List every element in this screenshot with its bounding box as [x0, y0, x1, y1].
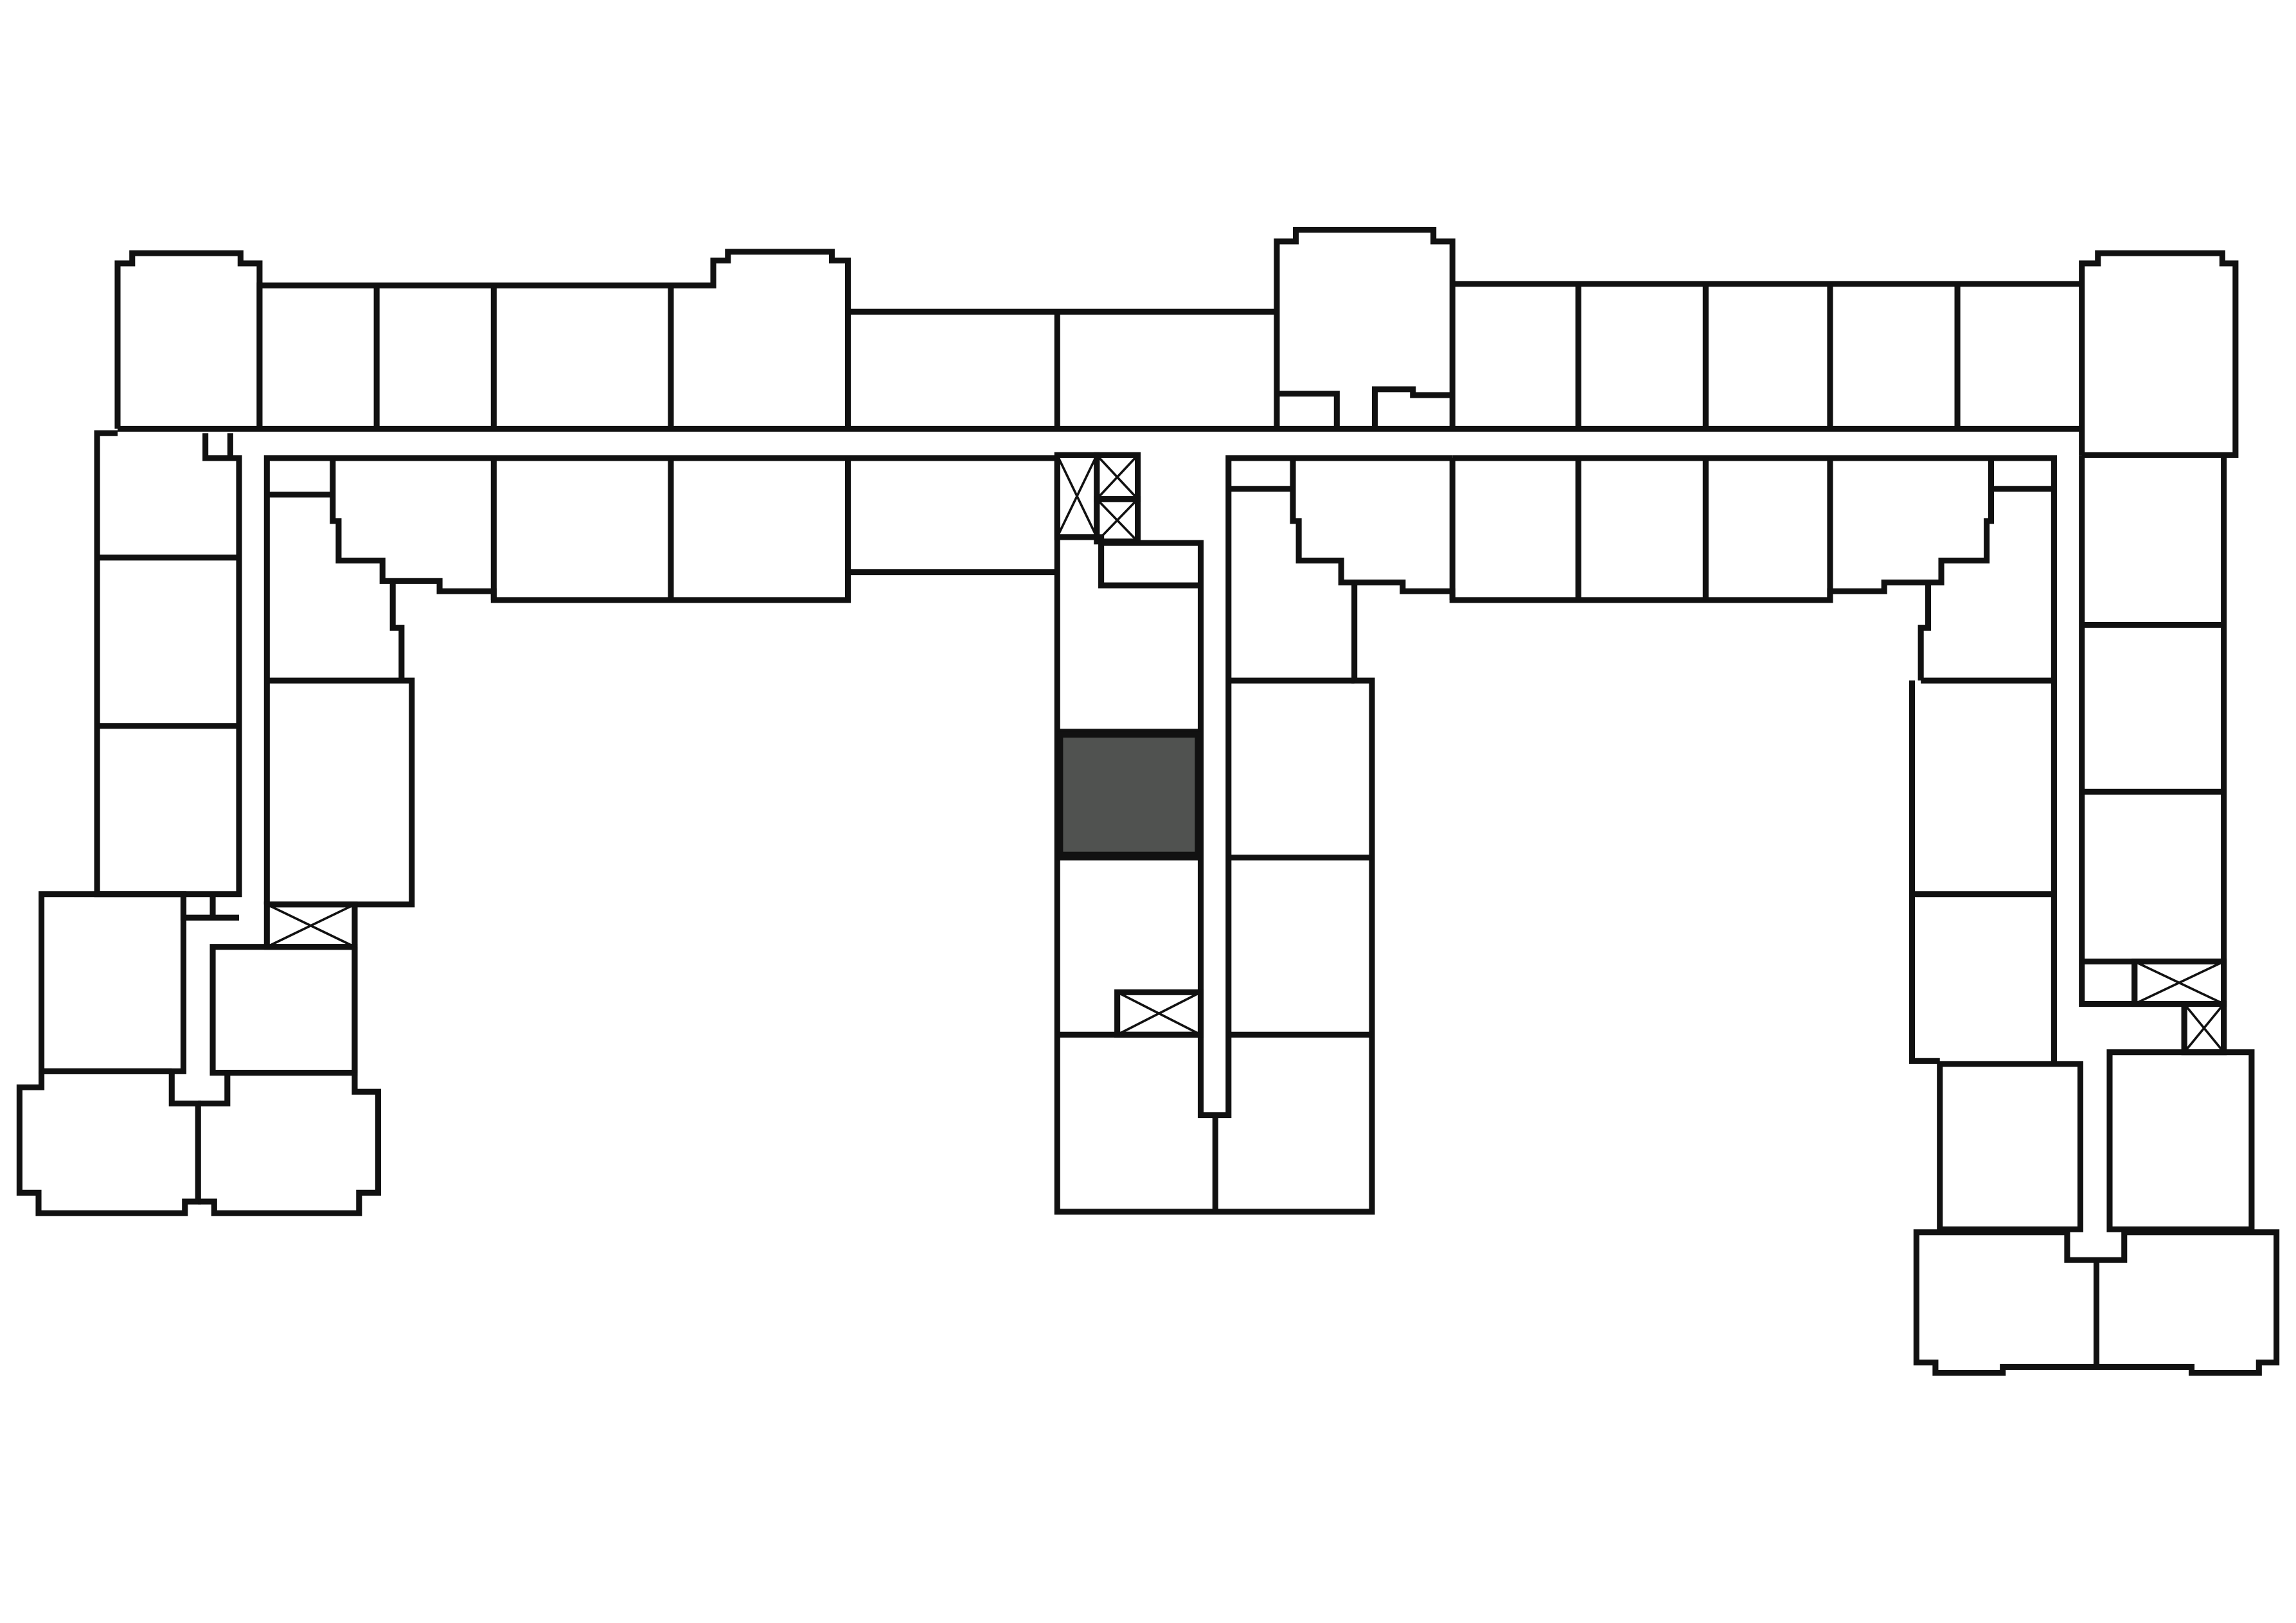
- center-right-units: [1228, 457, 1355, 586]
- right-inner-corridor: [1452, 455, 2057, 1064]
- right-inner-units[interactable]: [1909, 677, 2054, 1064]
- left-inner-unit[interactable]: [267, 581, 415, 908]
- elevator-cross-icon: [1096, 454, 1139, 500]
- center-wing-unit-2[interactable]: [1057, 731, 1201, 858]
- unit-right-bottom-corner[interactable]: [1913, 1229, 2280, 1376]
- left-wing-outer: [94, 430, 242, 898]
- unit-left-bottom-b[interactable]: [209, 944, 358, 1076]
- unit-right-bottom-a[interactable]: [1937, 1061, 2083, 1232]
- elevator-right-a: [2131, 958, 2227, 1007]
- elevator-cross-icon: [2133, 960, 2225, 1006]
- right-inner-closet: [1928, 457, 2054, 586]
- unit-left-bottom-corner-a[interactable]: [16, 1071, 201, 1216]
- unit-left-bottom-a[interactable]: [38, 891, 187, 1074]
- unit-top-left-corner[interactable]: [114, 250, 263, 429]
- unit-top-right-corner[interactable]: [2079, 250, 2239, 458]
- building-walls: [16, 227, 2280, 1376]
- unit-top-center-tower[interactable]: [1274, 227, 1455, 429]
- unit-right-bottom-b[interactable]: [2106, 1049, 2255, 1232]
- unit-left-bottom-corner-b[interactable]: [41, 1068, 381, 1216]
- elevator-cross-icon: [1116, 991, 1202, 1036]
- elevator-cross-icon: [2183, 1003, 2225, 1053]
- center-tower-closet: [1276, 386, 1453, 429]
- top-row-left: [256, 249, 851, 429]
- center-stair: [1057, 455, 1453, 1119]
- left-wing-inner: [263, 455, 1058, 905]
- elevator-cross-icon: [266, 903, 355, 948]
- elevator-cross-icon: [1056, 454, 1098, 538]
- left-bottom-stair: [180, 894, 240, 921]
